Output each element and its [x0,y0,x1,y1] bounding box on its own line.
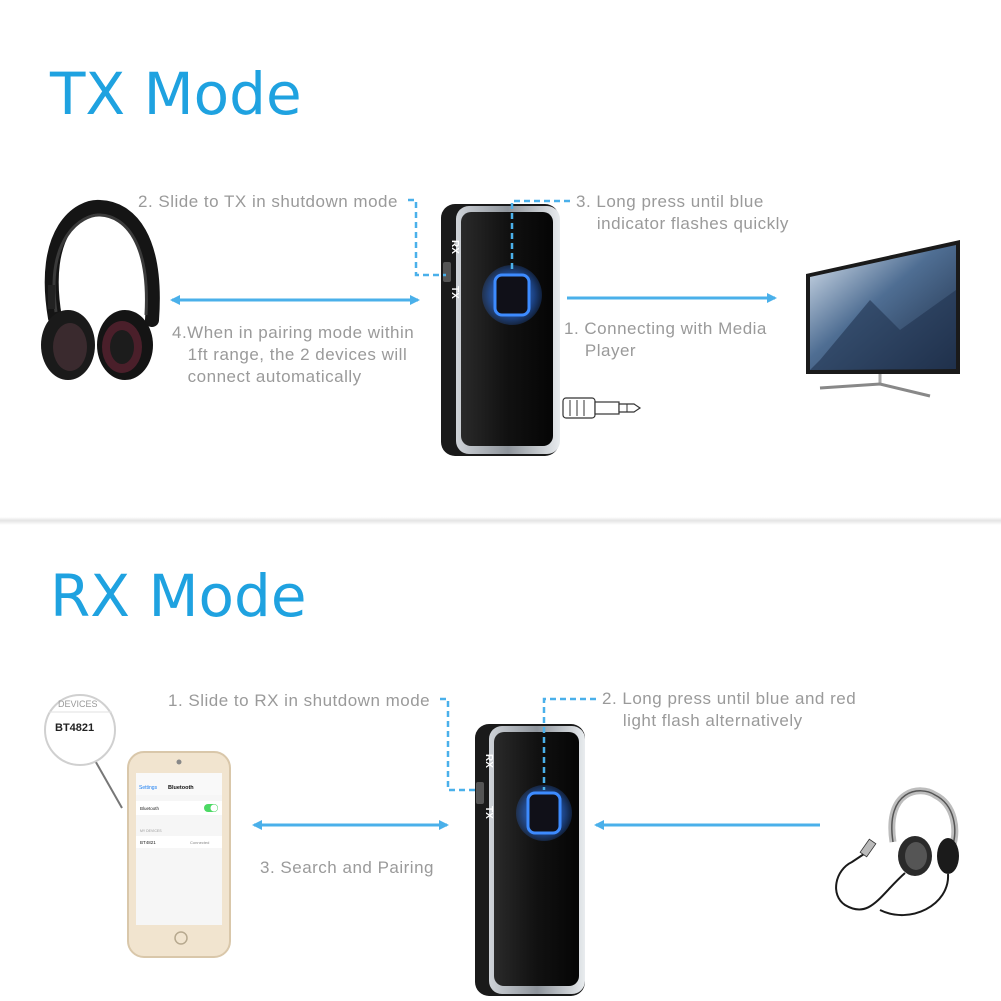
tx-step2-note: 2. Slide to TX in shutdown mode [138,192,398,211]
power-button-led [493,273,531,317]
section-divider [0,517,1001,525]
zoom-callout: DEVICES BT4821 [44,694,123,809]
switch-tx-label: TX [449,286,460,299]
slide-switch-leader [408,198,446,277]
zoom-device-name: BT4821 [55,722,94,734]
phone-devices-header: MY DEVICES [140,829,162,833]
rx-step2-note: 2. Long press until blue and red light f… [602,689,857,730]
rx-slide-switch-leader [440,697,478,792]
phone-device-name: BT4821 [140,840,156,845]
tx-step3-note: 3. Long press until blue indicator flash… [576,192,789,233]
rx-step3-note: 3. Search and Pairing [260,858,434,877]
button-leader [510,199,570,272]
smartphone-icon: Settings Bluetooth Bluetooth MY DEVICES … [127,751,231,958]
rx-button-leader [542,697,596,790]
rx-mode-title: RX Mode [50,562,307,630]
zoom-devices-header: DEVICES [58,699,98,709]
rx-step1-note: 1. Slide to RX in shutdown mode [168,691,431,710]
rx-switch-rx-label: RX [483,754,494,768]
phone-back-link: Settings [139,785,158,791]
tx-mode-title: TX Mode [50,60,302,128]
bluetooth-adapter-rx: RX TX [475,724,585,996]
phone-bluetooth-row: Bluetooth [140,806,160,811]
phone-title: Bluetooth [168,785,194,791]
phone-device-status: Connected [190,840,209,845]
aux-cable-icon [562,397,642,419]
switch-rx-label: RX [449,240,460,254]
wired-headphones-icon [835,787,959,916]
tv-icon [806,240,960,398]
rx-switch-tx-label: TX [483,806,494,819]
on-ear-headphones-icon [41,199,160,380]
bluetooth-adapter-tx: RX TX [441,204,560,456]
tx-step1-note: 1. Connecting with Media Player [564,319,767,360]
rx-power-button-led [526,791,562,835]
tx-step4-note: 4.When in pairing mode within 1ft range,… [172,323,415,386]
